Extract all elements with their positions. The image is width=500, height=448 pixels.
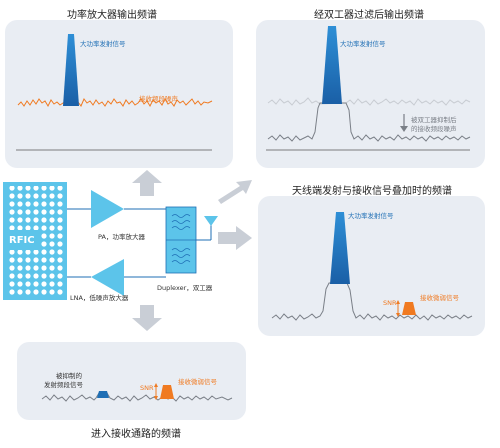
dup-unfiltered-noise	[267, 97, 471, 106]
dup-suppressed-noise-label-2: 的接收频段噪声	[411, 125, 457, 133]
ant-rx-weak	[402, 302, 416, 315]
ant-tx-signal-label: 大功率发射信号	[348, 212, 394, 220]
lna-label: LNA，低噪声放大器	[70, 294, 129, 302]
pa-output-panel	[5, 20, 233, 168]
duplexer-output-title: 经双工器过滤后输出频谱	[314, 10, 424, 21]
rx-suppressed-tx	[97, 391, 109, 398]
antenna-panel	[258, 196, 485, 336]
down-arrow-to-rx-panel	[132, 305, 162, 331]
duplexer-label: Duplexer，双工器	[157, 284, 213, 292]
dup-down-arrow-head	[400, 126, 408, 132]
rx-suppressed-tx-label-2: 发射频段信号	[44, 381, 83, 389]
pa-rx-noise-label: 接收频段噪声	[139, 95, 178, 103]
dup-suppressed-noise-label-1: 被双工器抑制后	[411, 116, 457, 124]
rx-weak-signal-label: 接收微弱信号	[178, 378, 217, 386]
pa-noise-trace	[17, 97, 213, 108]
ant-tx-peak	[330, 212, 350, 284]
rfic-label: RFIC	[9, 235, 35, 246]
pa-output-title: 功率放大器输出频谱	[67, 10, 157, 21]
ant-snr-label: SNR	[383, 299, 397, 307]
up-arrow-to-pa-panel	[132, 170, 162, 196]
duplexer-output-panel	[256, 20, 485, 168]
rx-weak-signal	[160, 385, 174, 399]
rx-path-title: 进入接收通路的频谱	[91, 429, 181, 440]
lna-amplifier	[91, 259, 124, 296]
rx-trace	[41, 392, 233, 402]
rx-path-panel	[17, 342, 246, 420]
pa-tx-peak	[63, 34, 79, 106]
antenna-title: 天线端发射与接收信号叠加时的频谱	[292, 186, 452, 197]
pa-amplifier	[91, 190, 124, 228]
ant-weak-rx-label: 接收微弱信号	[420, 294, 459, 302]
arrow-to-dup-panel	[218, 180, 252, 204]
dup-tx-signal-label: 大功率发射信号	[340, 40, 386, 48]
rx-suppressed-tx-label-1: 被抑制的	[56, 372, 82, 380]
dup-tx-peak	[322, 26, 342, 104]
pa-label: PA，功率放大器	[98, 233, 145, 241]
dup-filtered-trace	[267, 102, 471, 142]
antenna-icon	[204, 216, 218, 226]
rx-snr-label: SNR	[140, 384, 154, 392]
arrow-to-ant-panel	[218, 226, 252, 250]
ant-trace	[271, 282, 473, 321]
pa-tx-signal-label: 大功率发射信号	[80, 40, 126, 48]
